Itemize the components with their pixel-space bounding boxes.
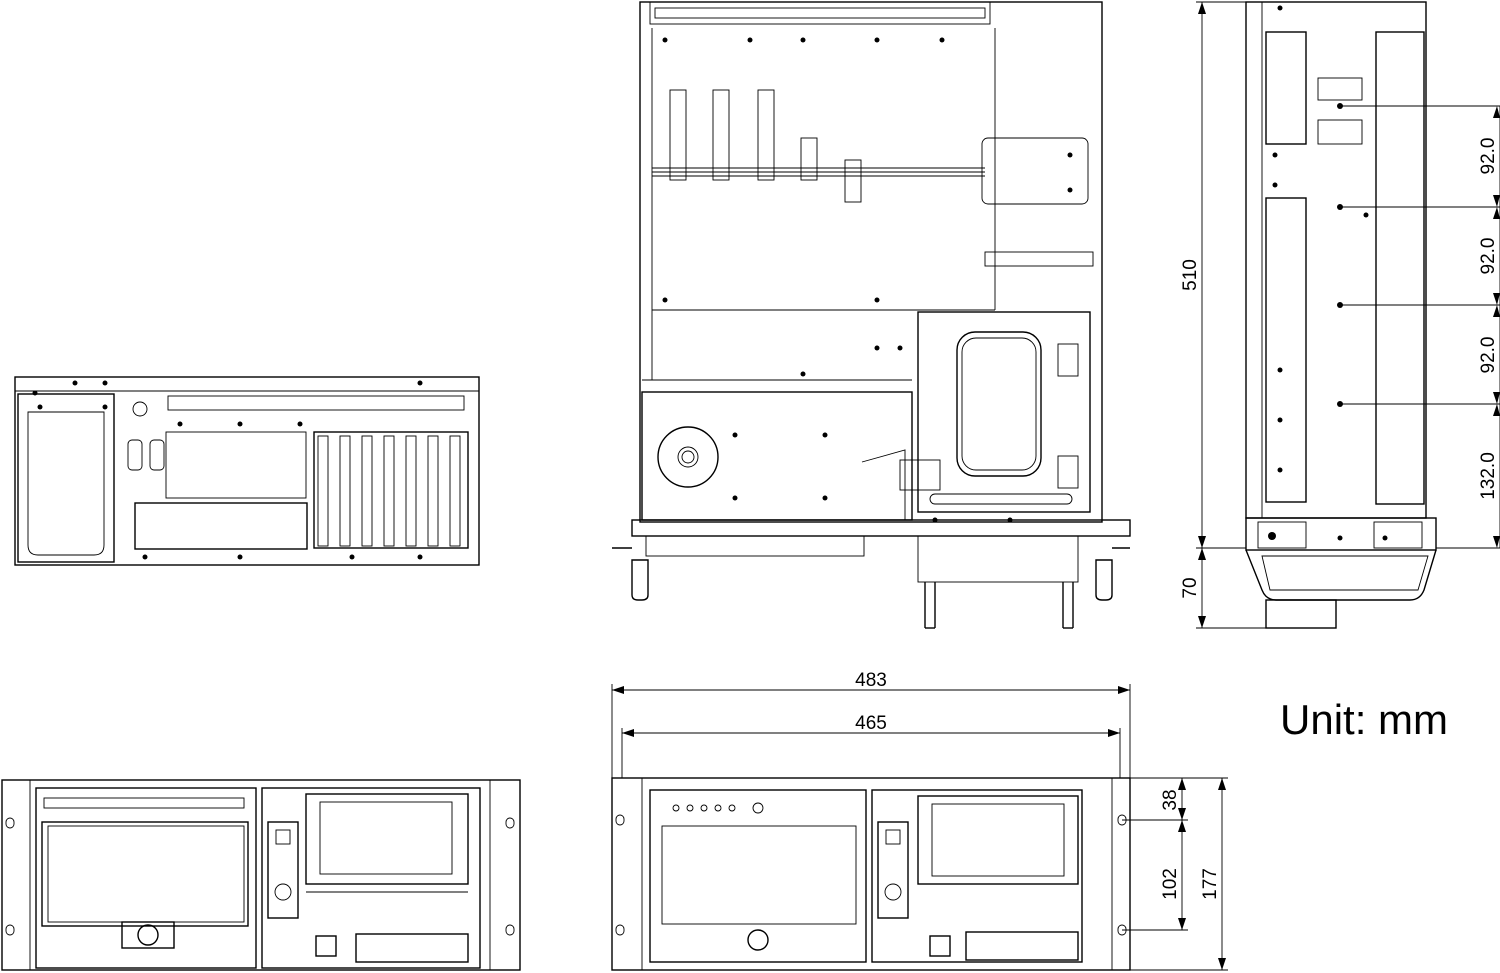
dim-132: 132.0: [1478, 452, 1499, 500]
dim-510: 510: [1180, 259, 1201, 291]
dim-38: 38: [1160, 789, 1181, 810]
dim-92-a: 92.0: [1478, 138, 1499, 175]
unit-label: Unit: mm: [1280, 696, 1448, 743]
side-view: [1245, 1, 1437, 629]
dim-92-b: 92.0: [1478, 238, 1499, 275]
dim-483: 483: [855, 670, 887, 691]
top-view: [612, 1, 1131, 629]
dimension-lines: 483 465 510 70 92.0: [611, 1, 1500, 971]
dim-102: 102: [1160, 868, 1181, 900]
front-view-door-closed: [611, 777, 1131, 971]
rear-view: [14, 376, 480, 566]
dim-465: 465: [855, 713, 887, 734]
dim-92-c: 92.0: [1478, 337, 1499, 374]
dim-177: 177: [1200, 868, 1221, 900]
dim-70: 70: [1180, 577, 1201, 598]
front-view-door-open: [1, 779, 521, 971]
